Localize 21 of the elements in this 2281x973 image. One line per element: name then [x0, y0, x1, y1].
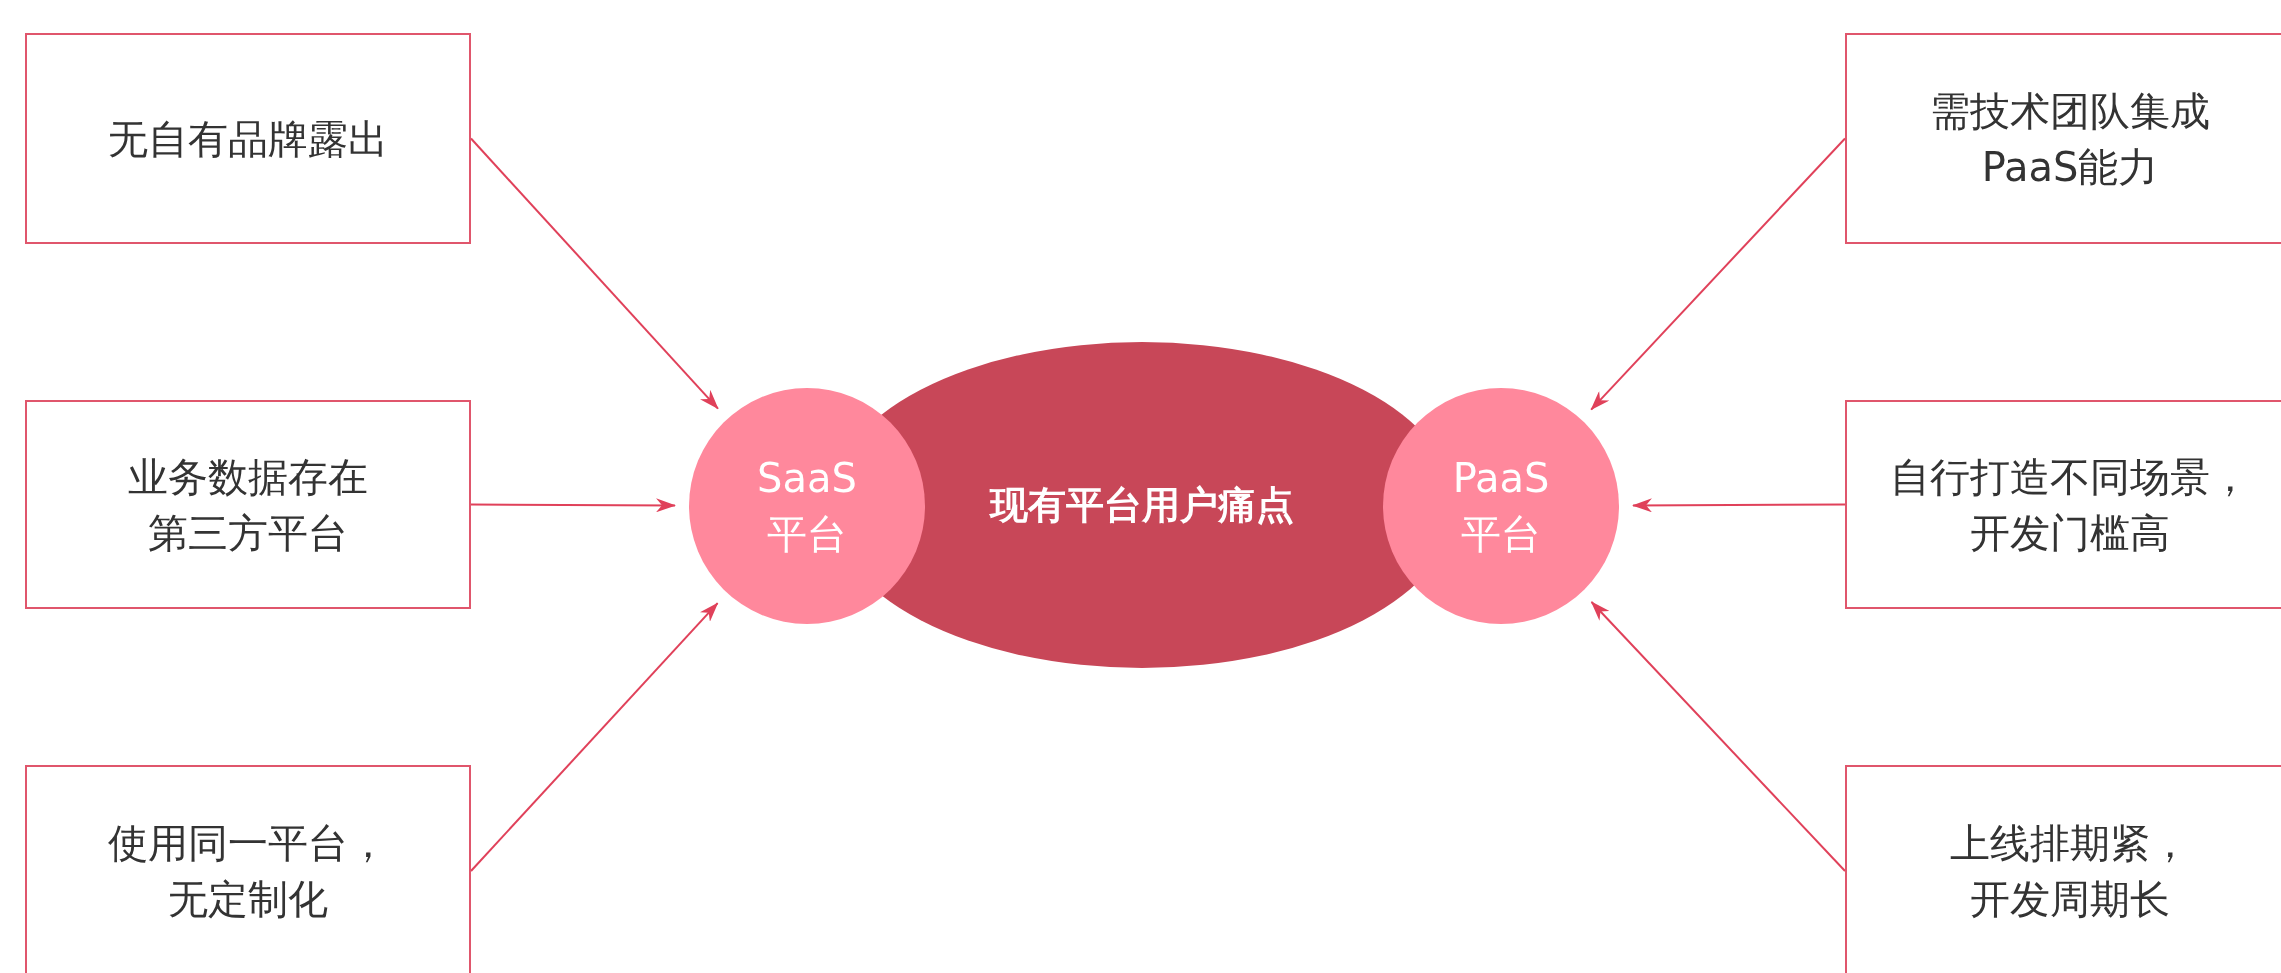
arrow [470, 602, 719, 872]
text-box [1845, 765, 2281, 973]
text-box [25, 400, 471, 609]
box-label: 需技术团队集成PaaS能力 [1929, 86, 2211, 192]
box-label: 自行打造不同场景，开发门槛高 [1889, 452, 2251, 558]
box-label: 上线排期紧，开发周期长 [1949, 819, 2191, 924]
arrow [470, 498, 676, 513]
text-box [1845, 33, 2281, 244]
circle-label: SaaS平台 [756, 454, 858, 559]
box-label: 使用同一平台，无定制化 [107, 819, 389, 924]
circle-label: PaaS平台 [1451, 454, 1551, 559]
box-label: 业务数据存在第三方平台 [127, 452, 369, 558]
arrow [1632, 498, 1846, 513]
text-box [25, 765, 471, 973]
arrow [470, 137, 719, 410]
text-box [1845, 400, 2281, 609]
box-label: 无自有品牌露出 [107, 114, 389, 164]
arrow [1590, 601, 1846, 872]
text-box [25, 33, 471, 244]
ellipse-label: 现有平台用户痛点 [988, 482, 1295, 529]
arrow [1590, 137, 1846, 411]
